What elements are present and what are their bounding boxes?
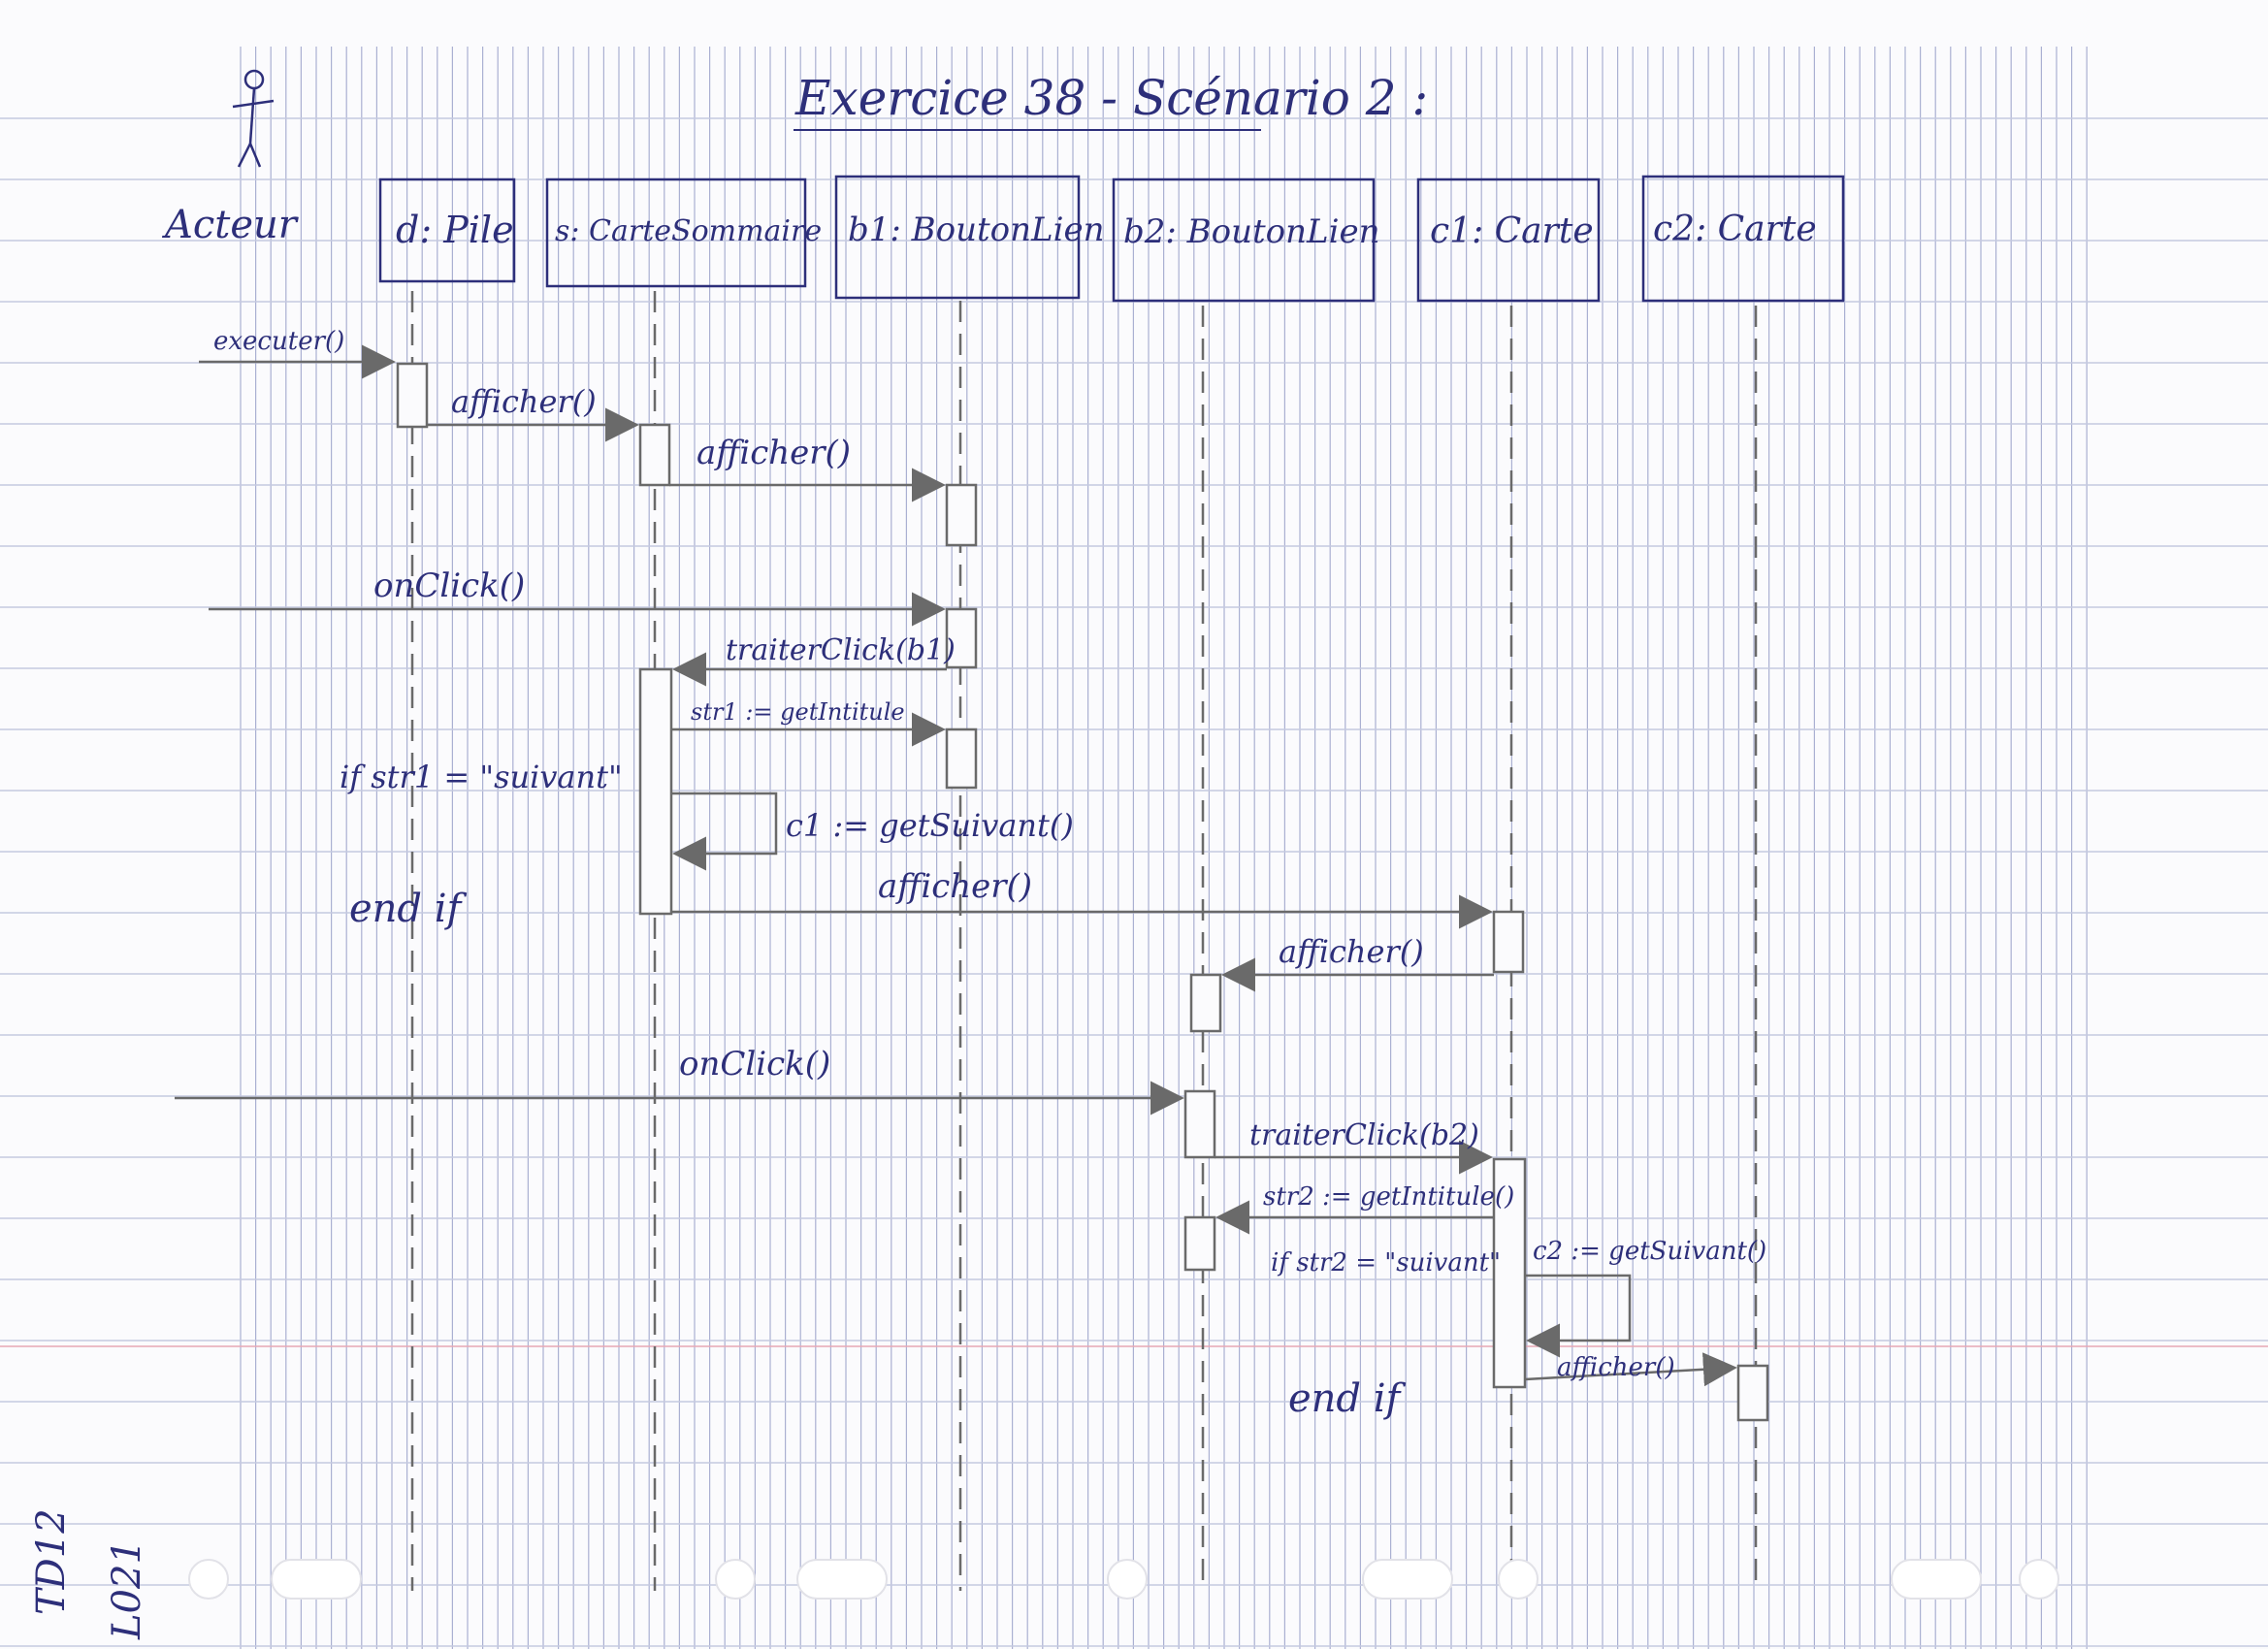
punch-hole (2019, 1559, 2059, 1600)
activation-d (396, 362, 429, 429)
message-label: c2 := getSuivant() (1533, 1237, 1766, 1266)
self-message-arrow (671, 792, 778, 871)
guard-label: if str2 = "suivant" (1271, 1248, 1501, 1277)
activation-b2-1 (1189, 973, 1222, 1033)
message-label: str2 := getIntitule() (1263, 1182, 1514, 1212)
participant-b1: b1: BoutonLien (834, 175, 1105, 300)
activation-c1-2 (1492, 1157, 1527, 1389)
message-label: onClick() (373, 566, 525, 605)
punch-hole (715, 1559, 756, 1600)
activation-s-1 (638, 423, 671, 487)
actor-label: Acteur (161, 203, 300, 247)
self-message-arrow (1525, 1274, 1632, 1358)
message-label: afficher() (1557, 1353, 1675, 1382)
activation-b2-3 (1183, 1215, 1216, 1272)
guard-label: if str1 = "suivant" (340, 759, 623, 795)
guard-label: end if (349, 887, 468, 931)
message-label: afficher() (697, 434, 851, 472)
participant-c2: c2: Carte (1641, 175, 1845, 303)
punch-hole (1107, 1559, 1148, 1600)
participant-b2: b2: BoutonLien (1112, 178, 1380, 303)
participant-label: s: CarteSommaire (555, 214, 822, 248)
participant-d: d: Pile (378, 178, 516, 283)
participant-label: c1: Carte (1430, 211, 1594, 251)
message-label: executer() (213, 327, 344, 356)
activation-b1-2 (945, 607, 978, 669)
punch-hole (1362, 1559, 1453, 1600)
message-label: str1 := getIntitule (691, 698, 905, 726)
message-label: afficher() (451, 383, 597, 420)
message-label: traiterClick(b1) (726, 633, 956, 667)
activation-s-2 (638, 667, 673, 916)
margin-note-course: TD12 (29, 1508, 74, 1615)
punch-hole (188, 1559, 229, 1600)
activation-b1-1 (945, 483, 978, 547)
diagram-title: Exercice 38 - Scénario 2 : (794, 70, 1428, 126)
participant-label: b2: BoutonLien (1123, 212, 1380, 251)
message-label: traiterClick(b2) (1249, 1118, 1479, 1152)
activation-c2 (1736, 1364, 1769, 1422)
punch-hole (796, 1559, 888, 1600)
activation-b2-2 (1183, 1089, 1216, 1159)
participant-c1: c1: Carte (1416, 178, 1601, 303)
activation-c1-1 (1492, 910, 1525, 974)
message-label: onClick() (679, 1045, 830, 1083)
message-label: afficher() (878, 867, 1032, 906)
message-arrow (1524, 1352, 1737, 1387)
participant-label: d: Pile (396, 209, 514, 251)
participant-label: c2: Carte (1653, 210, 1817, 249)
participant-s: s: CarteSommaire (545, 178, 822, 288)
message-label: c1 := getSuivant() (786, 807, 1074, 844)
actor-figure (232, 69, 275, 168)
punch-hole (271, 1559, 362, 1600)
guard-label: end if (1288, 1376, 1407, 1421)
participant-label: b1: BoutonLien (848, 210, 1105, 249)
punch-hole (1498, 1559, 1539, 1600)
margin-note-code: L021 (105, 1539, 149, 1639)
message-label: afficher() (1279, 933, 1424, 970)
activation-b1-3 (945, 728, 978, 790)
punch-hole (1891, 1559, 1982, 1600)
